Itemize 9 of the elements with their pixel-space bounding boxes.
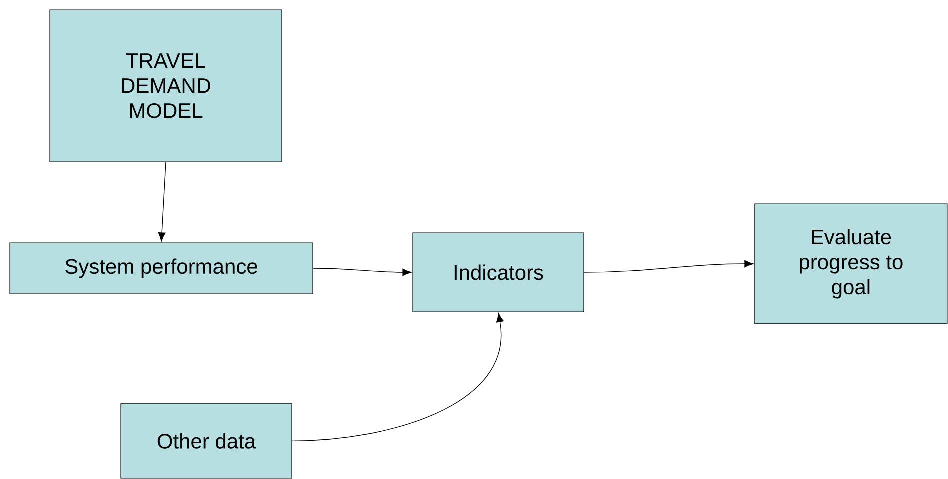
arrow bbox=[158, 162, 166, 242]
process-box: TRAVEL DEMAND MODEL bbox=[50, 10, 282, 162]
process-box: Evaluate progress to goal bbox=[754, 204, 948, 324]
arrow bbox=[312, 268, 412, 276]
process-box: Other data bbox=[120, 404, 292, 479]
process-box: System performance bbox=[10, 242, 314, 294]
process-box: Indicators bbox=[412, 232, 584, 312]
arrow bbox=[292, 313, 504, 442]
arrow bbox=[584, 260, 754, 273]
